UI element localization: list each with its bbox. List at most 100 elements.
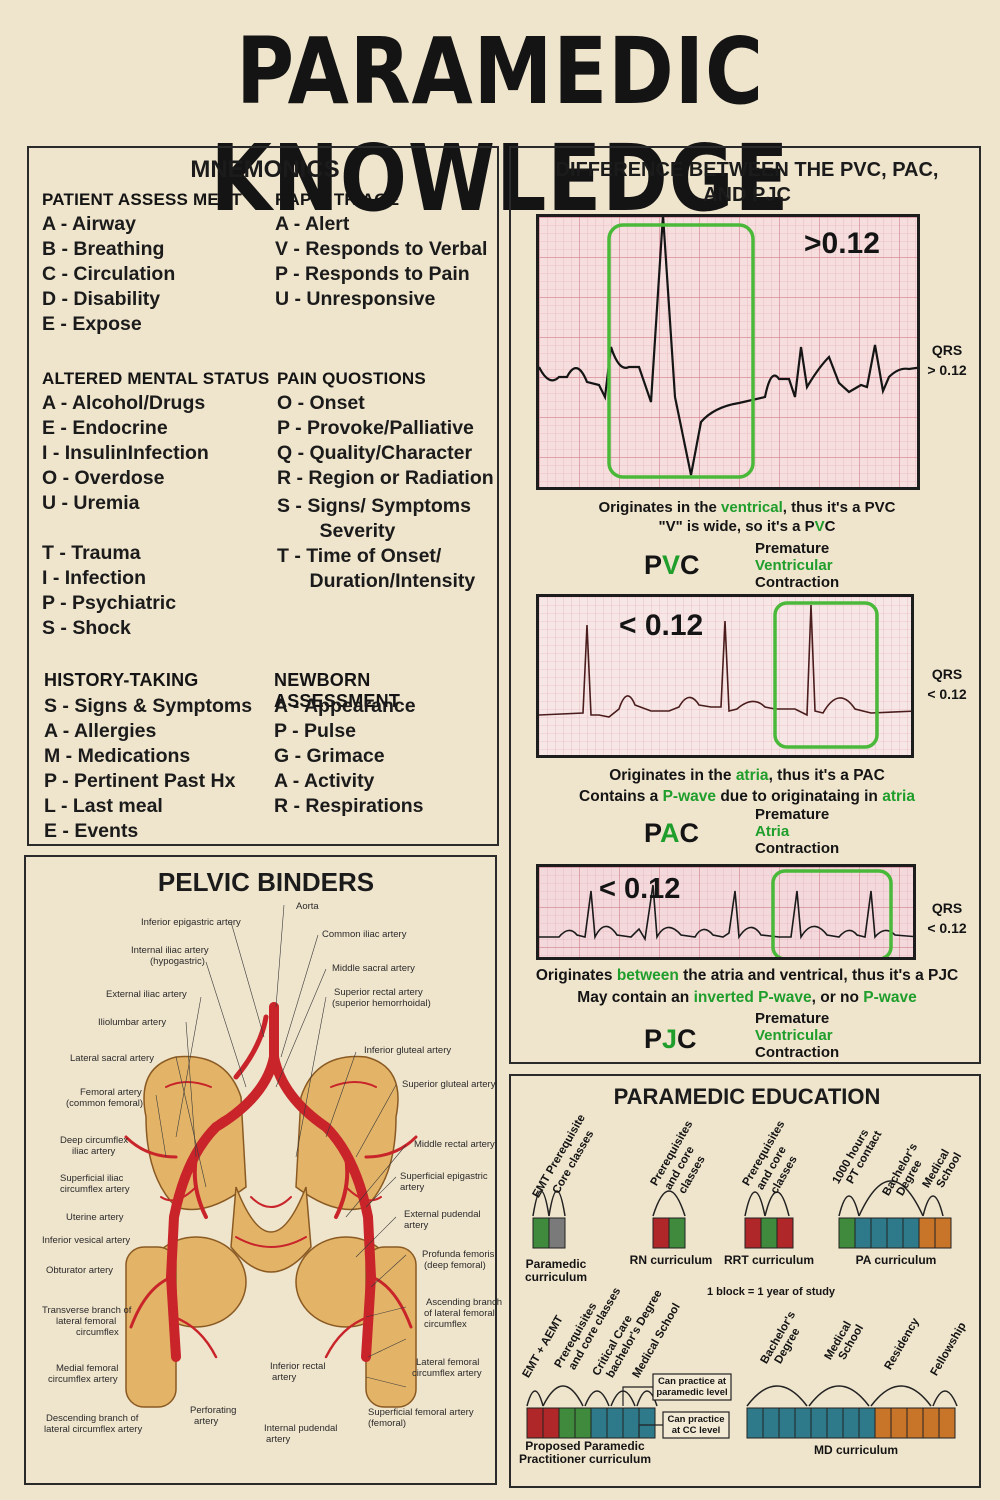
list-item: T - Trauma (42, 542, 141, 564)
pac-caption: Originates in the atria, thus it's a PAC… (521, 765, 973, 807)
anatomy-label: Superficial iliac (60, 1173, 124, 1184)
pvc-ecg-trace (539, 217, 917, 487)
anatomy-label: Common iliac artery (322, 929, 407, 940)
qrs-value-text: < 0.12 (927, 686, 967, 702)
anatomy-label: Iliolumbar artery (98, 1017, 167, 1028)
anatomy-label: Perforating (190, 1405, 237, 1416)
pac-abbreviation: PAC (644, 818, 700, 848)
pain-questions-list: O - Onset P - Provoke/Palliative Q - Qua… (277, 391, 494, 594)
list-item: R - Respirations (274, 795, 424, 817)
caption-line: Contains a P-wave due to originataing in… (579, 788, 915, 805)
pjc-qrs-label: QRS < 0.12 (921, 898, 973, 938)
ecg-panel: DIFFERENCE BETWEEN THE PVC, PAC, AND PJC… (509, 146, 981, 1064)
qrs-value-text: < 0.12 (927, 920, 967, 936)
pain-questions-heading: PAIN QUOSTIONS (277, 369, 426, 388)
list-item: A - Alert (275, 213, 350, 235)
pelvic-binders-panel: PELVIC BINDERS (24, 855, 502, 1485)
list-item: A - Activity (274, 770, 375, 792)
altered-mental-status-heading: ALTERED MENTAL STATUS (42, 369, 270, 388)
list-item: C - Circulation (42, 263, 176, 285)
pjc-ecg-strip: < 0.12 (536, 864, 916, 960)
paramedic-education-panel: PARAMEDIC EDUCATION (509, 1074, 981, 1488)
paramedic-curriculum-caption: Paramedic curriculum (524, 1257, 587, 1284)
education-timeline-diagram (526, 1180, 958, 1439)
rn-curriculum-caption: RN curriculum (629, 1253, 713, 1267)
pvc-expansion: Premature Ventricular Contraction (755, 540, 840, 591)
qrs-label-text: QRS (931, 666, 963, 682)
list-item: T - Time of Onset/ (277, 545, 442, 567)
anatomy-label: (deep femoral) (424, 1260, 486, 1271)
pac-expansion: Premature Atria Contraction (755, 806, 840, 857)
education-title: PARAMEDIC EDUCATION (613, 1084, 881, 1109)
anatomy-label: Superficial femoral artery (368, 1407, 474, 1418)
anatomy-label: circumflex (76, 1327, 119, 1338)
pac-threshold: < 0.12 (619, 609, 704, 642)
list-item: E - Events (44, 820, 139, 842)
pjc-caption: Originates between the atria and ventric… (513, 965, 981, 1009)
pvc-threshold: >0.12 (804, 227, 880, 260)
pelvic-title: PELVIC BINDERS (157, 867, 375, 897)
caption-line: "V" is wide, so it's a PVC (658, 518, 836, 535)
list-item: O - Onset (277, 392, 365, 414)
anatomy-label: Lateral sacral artery (70, 1053, 154, 1064)
pjc-threshold: < 0.12 (599, 873, 681, 905)
anatomy-label: artery (400, 1182, 425, 1193)
list-item: G - Grimace (274, 745, 385, 767)
anatomy-label: External iliac artery (106, 989, 187, 1000)
anatomy-label: Inferior vesical artery (42, 1235, 131, 1246)
patient-assessment-heading: PATIENT ASSESS MENT (42, 190, 242, 209)
anatomy-label: (femoral) (368, 1418, 407, 1429)
list-item: O - Overdose (42, 467, 165, 489)
altered-mental-status-list: A - Alcohol/Drugs E - Endocrine I - Insu… (42, 391, 209, 641)
list-item: I - InsulinInfection (42, 442, 209, 464)
mnemonics-panel: MNEMONICS PATIENT ASSESS MENT A - Airway… (27, 146, 499, 846)
mnemonics-title: MNEMONICS (190, 156, 340, 183)
anatomy-label: artery (404, 1220, 429, 1231)
anatomy-label: circumflex artery (60, 1184, 130, 1195)
list-item: Q - Quality/Character (277, 442, 473, 464)
pvc-abbreviation: PVC (644, 550, 700, 580)
anatomy-label: Superficial epigastric (400, 1171, 488, 1182)
ecg-title: DIFFERENCE BETWEEN THE PVC, PAC, AND PJC (555, 159, 939, 206)
anatomy-label: Internal iliac artery (131, 945, 209, 956)
newborn-assessment-list: A - Appearance P - Pulse G - Grimace A -… (274, 694, 424, 819)
list-item: S - Signs/ Symptoms (277, 495, 471, 517)
pelvis-artery-illustration (124, 904, 418, 1408)
anatomy-label: Deep circumflex (60, 1135, 129, 1146)
patient-assessment-list: A - Airway B - Breathing C - Circulation… (42, 212, 175, 337)
pjc-ecg-trace (539, 867, 913, 957)
anatomy-label: Uterine artery (66, 1212, 124, 1223)
list-item: M - Medications (44, 745, 191, 767)
qrs-label-text: QRS (931, 342, 963, 358)
qrs-value-text: > 0.12 (927, 362, 967, 378)
md-curriculum-caption: MD curriculum (813, 1443, 898, 1457)
rapid-triage-list: A - Alert V - Responds to Verbal P - Res… (275, 212, 487, 312)
list-item: U - Unresponsive (275, 288, 436, 310)
anatomy-label: Transverse branch of (42, 1305, 132, 1316)
anatomy-label: Inferior epigastric artery (141, 917, 241, 928)
anatomy-label: Lateral femoral (416, 1357, 480, 1368)
list-item: D - Disability (42, 288, 161, 310)
caption-line: Originates between the atria and ventric… (535, 967, 959, 984)
newborn-assessment-heading: NEWBORN ASSESSMENT (274, 670, 401, 711)
anatomy-label: circumflex artery (48, 1374, 118, 1385)
anatomy-label: (hypogastric) (150, 956, 205, 967)
list-item: P - Responds to Pain (275, 263, 470, 285)
caption-line: May contain an inverted P-wave, or no P-… (577, 989, 917, 1006)
list-item: S - Shock (42, 617, 131, 639)
anatomy-label: artery (266, 1434, 291, 1445)
anatomy-label: circumflex artery (412, 1368, 482, 1379)
anatomy-label: Internal pudendal (264, 1423, 338, 1434)
list-item: P - Psychiatric (42, 592, 177, 614)
list-item: Duration/Intensity (277, 570, 476, 592)
list-item: U - Uremia (42, 492, 140, 514)
pac-ecg-strip: < 0.12 (536, 594, 914, 758)
pvc-qrs-label: QRS > 0.12 (921, 340, 973, 380)
qrs-label-text: QRS (931, 900, 963, 916)
anatomy-label: Inferior rectal (270, 1361, 326, 1372)
anatomy-label: Femoral artery (80, 1087, 142, 1098)
list-item: P - Provoke/Palliative (277, 417, 474, 439)
practice-paramedic-note: Can practice at paramedic level (656, 1376, 728, 1398)
list-item: S - Signs & Symptoms (44, 695, 253, 717)
anatomy-label: artery (194, 1416, 219, 1427)
